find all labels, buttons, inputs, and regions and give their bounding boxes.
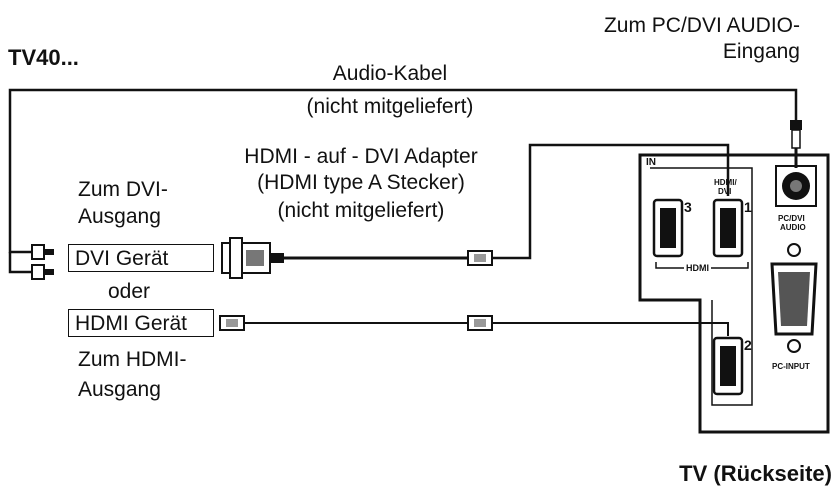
- hdmi-port-1: [712, 198, 744, 258]
- port-1-number: 1: [744, 199, 752, 215]
- pc-audio-input-label-line1: Zum PC/DVI AUDIO-: [603, 14, 800, 37]
- pc-audio-input-label-line2: Eingang: [722, 40, 800, 63]
- audio-cable-note: (nicht mitgeliefert): [306, 95, 474, 118]
- audio-cable-label: Audio-Kabel: [332, 62, 448, 85]
- or-label: oder: [108, 280, 151, 303]
- adapter-label-line3: (nicht mitgeliefert): [277, 199, 445, 222]
- dvi-output-label-line2: Ausgang: [78, 205, 161, 228]
- tv-panel-outline: [638, 153, 830, 434]
- hdmi-plug-hdmi-cable: [467, 315, 493, 331]
- hdmi1-label-line1: HDMI/: [714, 178, 737, 187]
- adapter-label-line1: HDMI - auf - DVI Adapter: [244, 145, 478, 168]
- vga-port: [770, 243, 818, 353]
- dvi-device-box: DVI Gerät: [68, 244, 214, 272]
- panel-in-label: IN: [646, 157, 656, 168]
- audio-rca-plug-top: [31, 244, 54, 260]
- pc-audio-jack: [775, 165, 817, 207]
- adapter-label-line2: (HDMI type A Stecker): [257, 171, 465, 194]
- hdmi-plug-device: [219, 315, 245, 331]
- hdmi-port-3: [652, 198, 684, 258]
- hdmi-group-label: HDMI: [684, 263, 711, 273]
- dvi-output-label-line1: Zum DVI-: [78, 178, 168, 201]
- audio-cable-split: [8, 252, 32, 274]
- audio-rca-plug-bottom: [31, 264, 54, 280]
- hdmi-cable-to-tv: [492, 322, 729, 336]
- hdmi-output-label-line1: Zum HDMI-: [78, 348, 187, 371]
- hdmi-plug-dvi-cable: [467, 250, 493, 266]
- hdmi-dvi-adapter-icon: [221, 237, 284, 279]
- dvi-hdmi-cable-to-tv: [492, 143, 730, 260]
- hdmi1-label-line2: DVI: [718, 187, 732, 196]
- model-label: TV40...: [8, 45, 79, 70]
- hdmi-port-group-frame: [650, 167, 753, 406]
- pc-audio-port-label-line2: AUDIO: [780, 223, 806, 232]
- pc-input-label: PC-INPUT: [772, 362, 810, 371]
- hdmi-output-label-line2: Ausgang: [78, 378, 161, 401]
- port-2-number: 2: [744, 337, 752, 353]
- port-3-number: 3: [684, 199, 692, 215]
- hdmi-port-2: [712, 336, 744, 396]
- tv-rear-label: TV (Rückseite): [679, 461, 832, 486]
- pc-audio-port-label-line1: PC/DVI: [778, 214, 805, 223]
- audio-cable: [8, 88, 798, 254]
- hdmi-device-box: HDMI Gerät: [68, 309, 214, 337]
- audio-mini-plug: [790, 120, 802, 168]
